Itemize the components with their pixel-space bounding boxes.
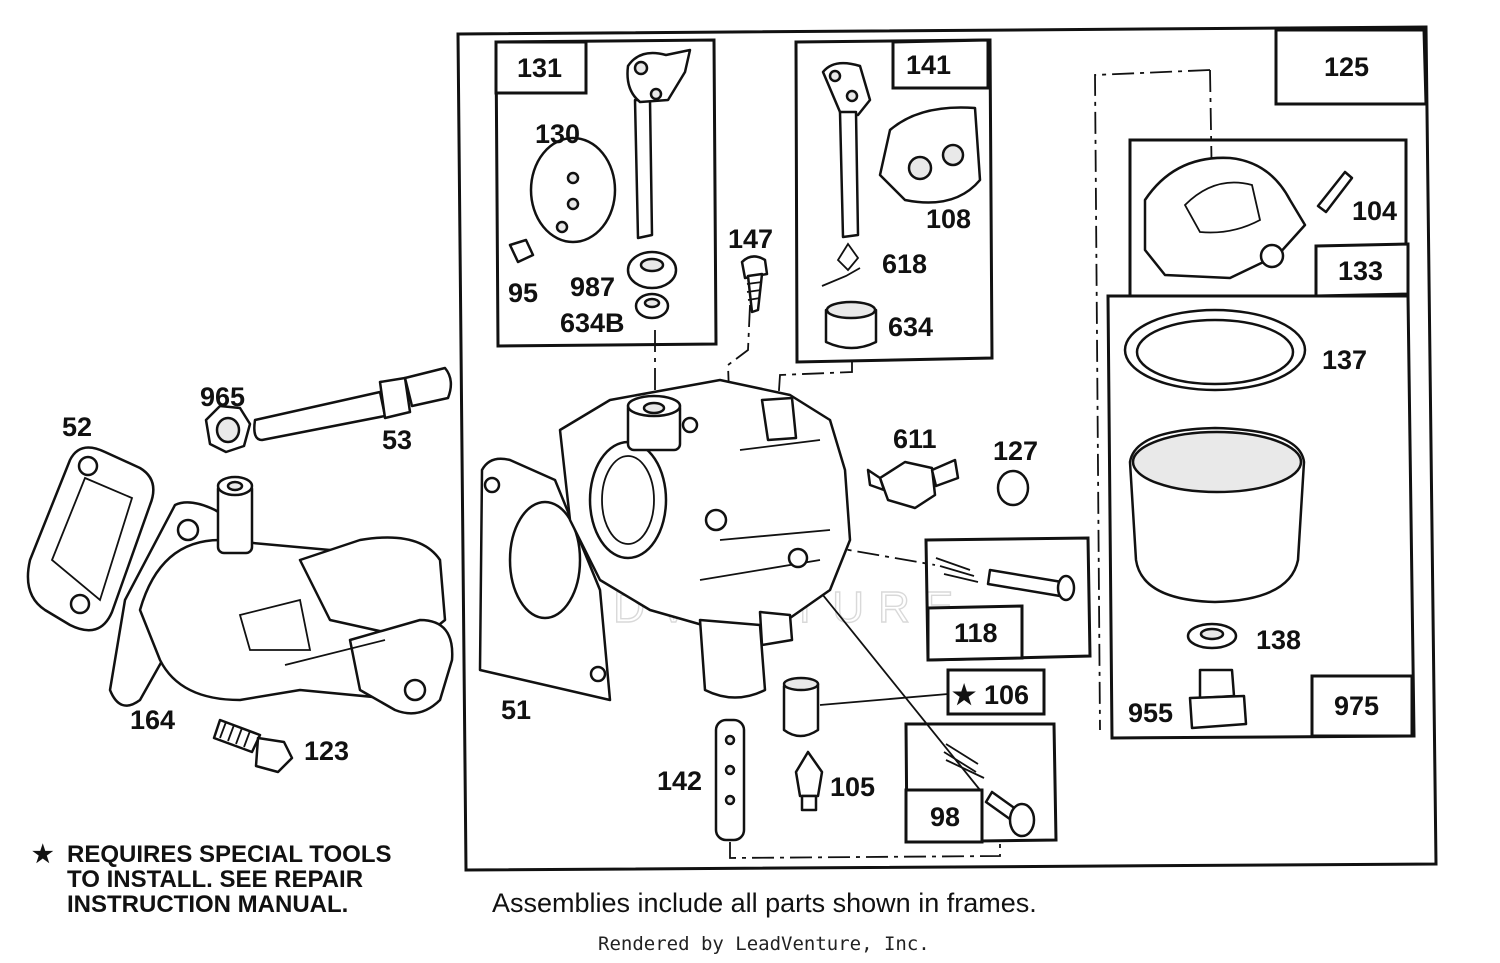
gasket-52 <box>26 446 155 632</box>
label-634b: 634B <box>560 308 625 338</box>
label-164: 164 <box>130 705 175 735</box>
special-tools-note: ★ REQUIRES SPECIAL TOOLS TO INSTALL. SEE… <box>32 841 392 918</box>
assembly-box-125 <box>1128 28 1428 298</box>
render-credit: Rendered by LeadVenture, Inc. <box>598 933 930 955</box>
assembly-box-118 <box>924 536 1092 662</box>
carburetor-body <box>558 378 852 699</box>
connector-lines <box>654 69 1213 859</box>
label-105: 105 <box>830 772 875 802</box>
label-106: 106 <box>984 680 1029 710</box>
nut-965 <box>204 404 252 454</box>
assemblies-caption: Assemblies include all parts shown in fr… <box>492 888 1037 918</box>
washer-138 <box>1186 622 1238 650</box>
label-98: 98 <box>930 802 960 832</box>
note-line-2: TO INSTALL. SEE REPAIR <box>67 866 363 893</box>
o-ring-137 <box>1123 308 1307 392</box>
label-52: 52 <box>62 412 92 442</box>
bolt-955 <box>1188 668 1248 730</box>
label-955: 955 <box>1128 698 1173 728</box>
screw-123 <box>212 718 294 774</box>
tube-142 <box>714 718 746 842</box>
label-634: 634 <box>888 312 933 342</box>
note-star: ★ <box>32 841 54 868</box>
label-965: 965 <box>200 382 245 412</box>
screw-147 <box>740 255 769 314</box>
stud-53 <box>253 366 453 442</box>
label-53: 53 <box>382 425 412 455</box>
gasket-51 <box>478 457 612 702</box>
part-labels: 131 130 95 987 634B 141 108 618 634 147 … <box>62 50 1397 832</box>
intake-elbow-164 <box>108 475 454 715</box>
label-133: 133 <box>1338 256 1383 286</box>
label-131: 131 <box>517 53 562 83</box>
label-95: 95 <box>508 278 538 308</box>
label-618: 618 <box>882 249 927 279</box>
label-star-106: ★ <box>952 680 976 710</box>
label-108: 108 <box>926 204 971 234</box>
needle-105 <box>794 750 824 812</box>
assembly-box-98 <box>904 722 1058 844</box>
label-104: 104 <box>1352 196 1397 226</box>
label-975: 975 <box>1334 691 1379 721</box>
label-127: 127 <box>993 436 1038 466</box>
pin-104 <box>1316 170 1354 214</box>
label-141: 141 <box>906 50 951 80</box>
label-987: 987 <box>570 272 615 302</box>
float-bowl <box>1128 426 1306 604</box>
label-138: 138 <box>1256 625 1301 655</box>
assembly-box-141 <box>794 38 994 364</box>
fitting-611 <box>866 458 960 510</box>
assembly-box-131 <box>494 38 718 348</box>
label-123: 123 <box>304 736 349 766</box>
label-51: 51 <box>501 695 531 725</box>
label-118: 118 <box>954 618 998 648</box>
label-147: 147 <box>728 224 773 254</box>
label-137: 137 <box>1322 345 1367 375</box>
assembly-box-975 <box>1106 294 1416 740</box>
label-142: 142 <box>657 766 702 796</box>
note-line-3: INSTRUCTION MANUAL. <box>67 891 348 918</box>
seat-106 <box>782 668 1046 738</box>
label-125: 125 <box>1324 52 1369 82</box>
plug-127 <box>996 469 1030 507</box>
label-611: 611 <box>893 424 937 454</box>
label-130: 130 <box>535 119 580 149</box>
carburetor-frame <box>456 25 1438 872</box>
float-133 <box>1143 156 1410 298</box>
note-line-1: REQUIRES SPECIAL TOOLS <box>67 841 392 868</box>
